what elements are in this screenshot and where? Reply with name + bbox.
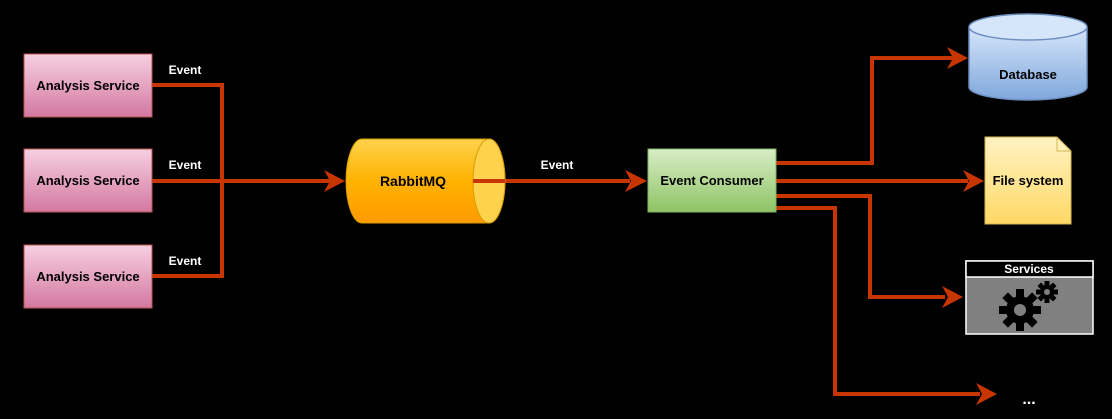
large-gear-icon [999,289,1041,331]
file-system-fold [1056,137,1071,152]
producer-1-label: Analysis Service [36,78,139,93]
edge-to-services [776,194,945,299]
arrowhead-broker [324,170,345,192]
producer-1-edge-label: Event [169,63,202,77]
edge-producer-3 [152,181,224,278]
more-ellipsis: ... [1022,391,1035,408]
producer-3-edge-label: Event [169,254,202,268]
database-body [968,27,1088,101]
arrowheads [324,47,997,405]
arrowhead-consumer [625,170,647,192]
file-system-label: File system [993,173,1064,188]
database-label: Database [999,67,1057,82]
producer-2-box [23,148,153,213]
event-consumer-label: Event Consumer [660,173,763,188]
small-gear-icon [1036,281,1058,303]
producer-3-box [23,244,153,309]
edge-to-database [776,56,955,165]
services: Services [965,260,1094,335]
producer-2-label: Analysis Service [36,173,139,188]
event-consumer-box [647,148,777,213]
database: Database [968,13,1088,101]
arrowhead-services [942,286,963,308]
rabbitmq-label: RabbitMQ [380,173,446,189]
file-system-page [984,136,1072,225]
file-system: File system [984,136,1072,225]
producer-2: Analysis Service [23,148,153,213]
arrowhead-more [976,383,997,405]
database-top [968,13,1088,41]
arrowhead-database [947,47,968,69]
producer-1: Analysis Service [23,53,153,118]
services-label: Services [1004,262,1054,276]
producer-3: Analysis Service [23,244,153,309]
arrowhead-file-system [963,170,984,192]
edge-producer-1 [152,83,224,181]
producer-1-box [23,53,153,118]
broker-edge-label: Event [541,158,574,172]
connectors [152,56,980,396]
edge-to-more [776,206,980,396]
services-header [965,260,1094,278]
event-consumer: Event Consumer [647,148,777,213]
producer-3-label: Analysis Service [36,269,139,284]
producer-2-edge-label: Event [169,158,202,172]
